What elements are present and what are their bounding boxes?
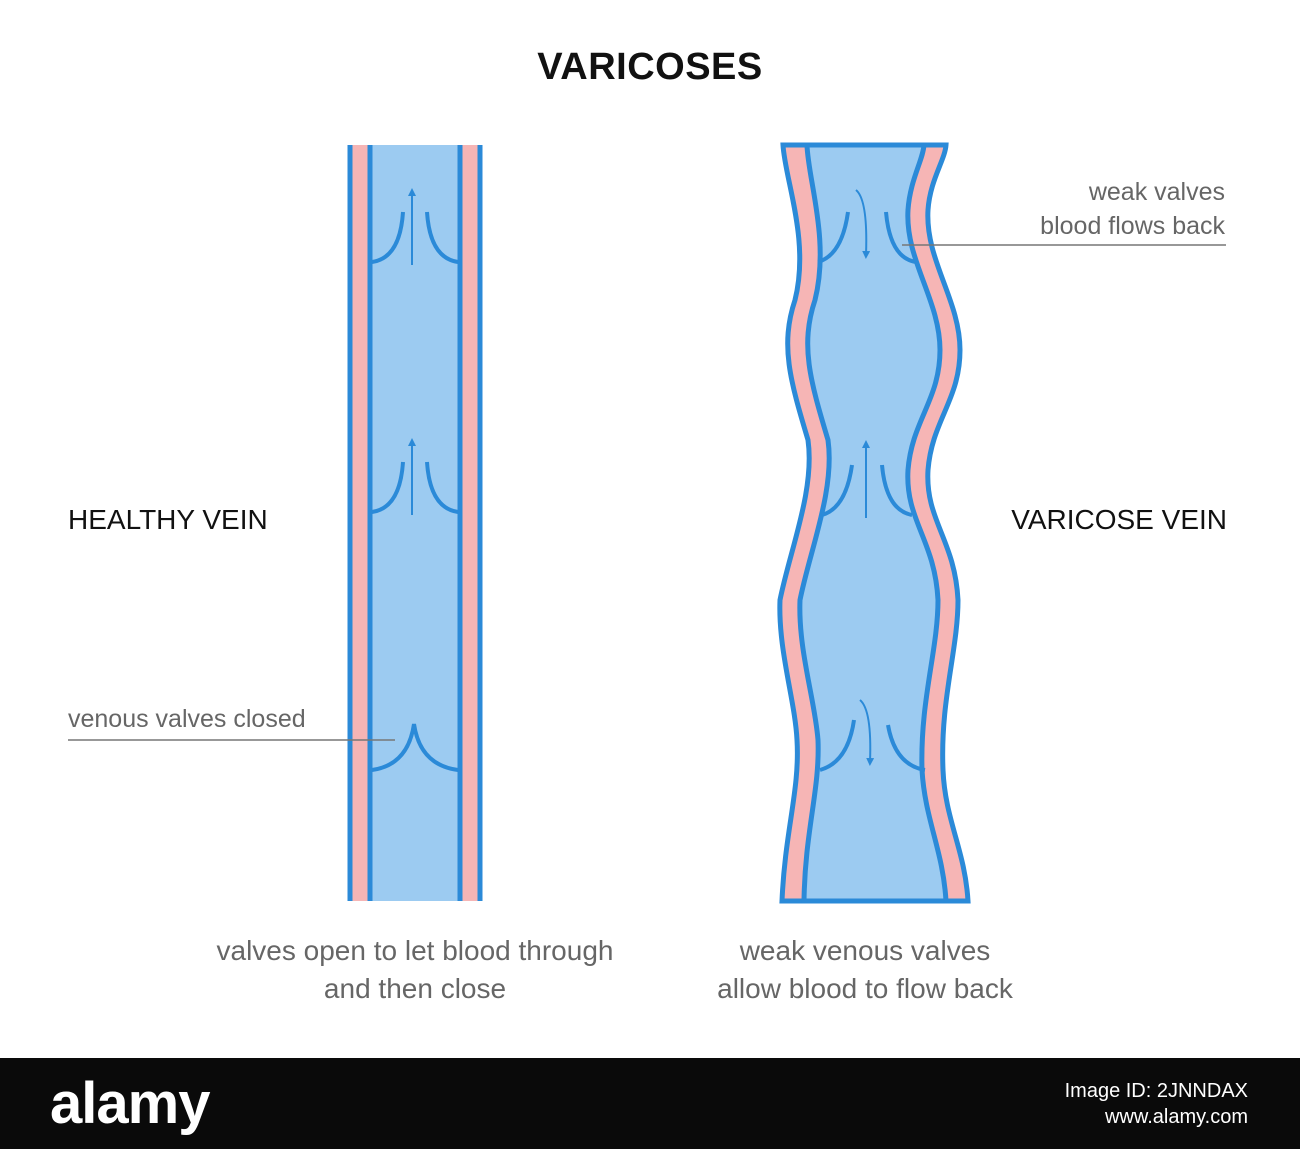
varicose-weak-valve-2 <box>821 464 913 517</box>
healthy-caption-line1: valves open to let blood through <box>216 935 614 966</box>
healthy-caption-line2: and then close <box>323 973 507 1004</box>
healthy-open-valve-2 <box>371 461 459 514</box>
varicose-vein-label: VARICOSE VEIN <box>1011 504 1227 535</box>
healthy-vein-lumen <box>370 145 460 901</box>
varicose-caption: weak venous valves allow blood to flow b… <box>680 932 1050 1008</box>
page-title: VARICOSES <box>537 46 763 88</box>
image-id-block: Image ID: 2JNNDAX www.alamy.com <box>1065 1078 1248 1130</box>
varicose-backflow-arrow-2 <box>859 699 875 766</box>
varicose-callout-line2: blood flows back <box>1040 212 1225 240</box>
healthy-vein <box>347 145 483 901</box>
varicose-vein-lumen <box>797 142 949 904</box>
healthy-closed-valve <box>371 723 459 772</box>
watermark-bar: alamy Image ID: 2JNNDAX www.alamy.com <box>0 1058 1300 1149</box>
alamy-logo: alamy <box>50 1071 210 1136</box>
varicose-caption-line2: allow blood to flow back <box>717 973 1013 1004</box>
healthy-callout-text: venous valves closed <box>68 705 306 733</box>
varicose-weak-valve-3 <box>819 719 926 772</box>
healthy-open-valve-1 <box>371 211 459 264</box>
varicose-weak-valve-1 <box>817 211 917 264</box>
varicose-callout-line1: weak valves <box>1088 178 1225 206</box>
image-id-text: Image ID: 2JNNDAX <box>1064 1080 1248 1102</box>
varicose-caption-line1: weak venous valves <box>739 935 991 966</box>
varicose-backflow-arrow-1 <box>855 189 871 259</box>
healthy-caption: valves open to let blood through and the… <box>190 932 640 1008</box>
healthy-vein-label: HEALTHY VEIN <box>68 504 268 535</box>
varicose-vein <box>777 142 971 904</box>
image-url-text: www.alamy.com <box>1105 1106 1248 1128</box>
vein-illustration <box>68 142 1226 904</box>
